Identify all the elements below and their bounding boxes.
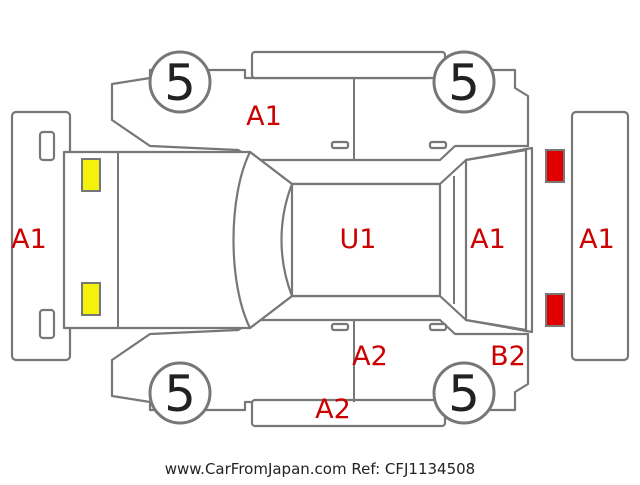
wheel-rear-right xyxy=(432,361,496,425)
front-bumper-vent-top xyxy=(38,130,56,162)
wheel-front-left-grade: 5 xyxy=(164,54,196,112)
code-left-front-door: A1 xyxy=(246,101,282,132)
code-roof: U1 xyxy=(340,224,377,255)
left-rear-handle xyxy=(428,140,448,150)
rear-lamp-bottom xyxy=(545,293,565,327)
windshield xyxy=(232,150,294,330)
rear-glass xyxy=(464,148,528,332)
left-roof-rail xyxy=(250,50,447,80)
code-right-front-door: A2 xyxy=(352,341,388,372)
front-lamp-top xyxy=(81,158,101,192)
right-side-body xyxy=(110,318,530,412)
front-lamp-bottom xyxy=(81,282,101,316)
code-right-rocker: A2 xyxy=(315,394,351,425)
right-rear-handle xyxy=(428,322,448,332)
wheel-front-right xyxy=(148,361,212,425)
code-front-bumper: A1 xyxy=(11,224,47,255)
left-side-body xyxy=(110,68,530,162)
roof-panel xyxy=(290,182,442,298)
left-front-handle xyxy=(330,140,350,150)
footer-reference: www.CarFromJapan.com Ref: CFJ1134508 xyxy=(165,460,475,478)
front-bumper-vent-bottom xyxy=(38,308,56,340)
rear-bumper xyxy=(570,110,630,362)
code-rear-glass: A1 xyxy=(470,224,506,255)
wheel-rear-left xyxy=(432,50,496,114)
rear-lamp-top xyxy=(545,149,565,183)
code-rear-bumper: A1 xyxy=(579,224,615,255)
wheel-rear-left-grade: 5 xyxy=(448,54,480,112)
code-right-rear-fender: B2 xyxy=(490,341,526,372)
wheel-rear-right-grade: 5 xyxy=(448,365,480,423)
wheel-front-right-grade: 5 xyxy=(164,365,196,423)
wheel-front-left xyxy=(148,50,212,114)
right-front-handle xyxy=(330,322,350,332)
